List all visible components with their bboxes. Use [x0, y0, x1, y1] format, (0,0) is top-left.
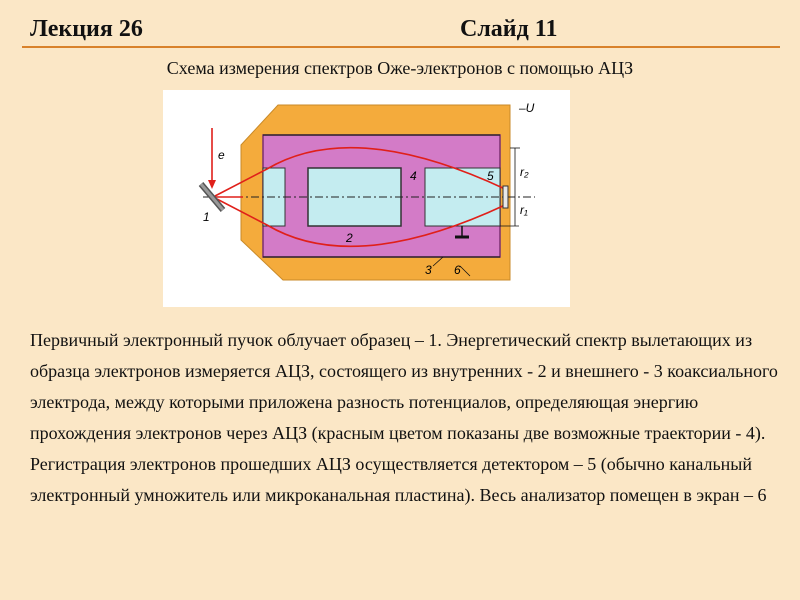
label-2: 2	[345, 231, 353, 245]
leader-6	[459, 265, 471, 277]
slide-number: Слайд 11	[460, 16, 558, 42]
voltage-label: –U	[518, 101, 535, 115]
detector-5	[502, 185, 509, 209]
label-r1: r₁	[520, 203, 528, 217]
label-r2: r₂	[520, 165, 529, 179]
primary-beam-arrowhead	[208, 180, 216, 189]
beam-label: e	[218, 148, 225, 162]
description-text: Первичный электронный пучок облучает обр…	[30, 330, 778, 505]
label-6: 6	[454, 263, 461, 277]
trajectory-4-upper	[214, 146, 506, 197]
analyzer-diagram-svg: –U e 1 2 3 4 5 6 r₂ r₁	[198, 101, 535, 281]
lecture-title: Лекция 26	[30, 16, 143, 42]
figure-caption: Схема измерения спектров Оже-электронов …	[166, 58, 634, 78]
label-3: 3	[425, 263, 432, 277]
label-4: 4	[410, 169, 417, 183]
label-1: 1	[203, 210, 210, 224]
label-5: 5	[487, 169, 494, 183]
leader-3	[432, 256, 444, 267]
slide-header: Лекция 26 Слайд 11	[28, 14, 778, 48]
sample-1-highlight	[199, 183, 225, 211]
analyzer-diagram: –U e 1 2 3 4 5 6 r₂ r₁	[163, 90, 570, 307]
header-divider	[22, 46, 780, 48]
trajectory-4-lower	[214, 197, 506, 248]
